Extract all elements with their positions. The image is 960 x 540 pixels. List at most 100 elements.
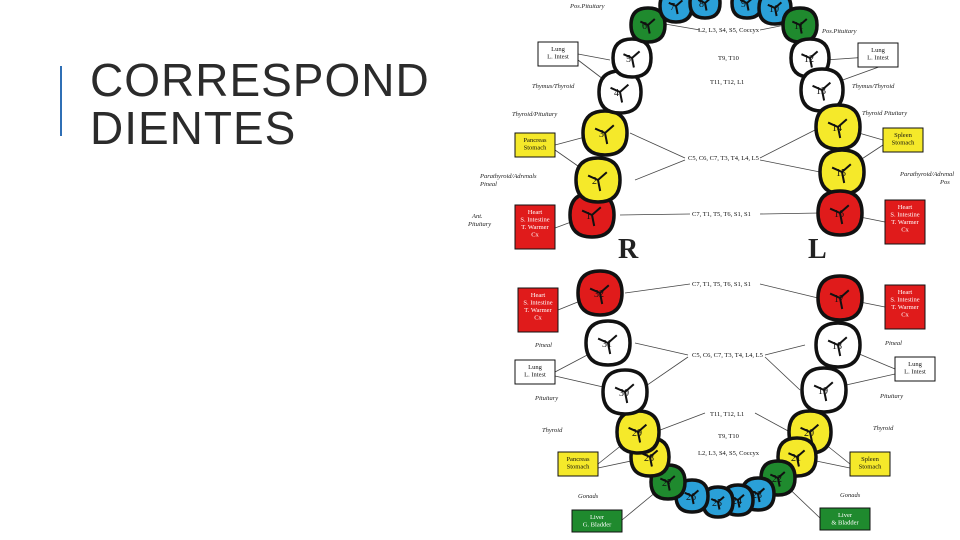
leader-line [655, 413, 705, 432]
gland-label-thymus-l: Thymus/Thyroid [852, 83, 895, 90]
gland-label-pituitary-l-low: Pituitary [879, 393, 903, 400]
organ-box-lung-r-up: LungL. Intest [538, 42, 578, 66]
organ-box-text: L. Intest [524, 372, 546, 379]
tooth-31: 31 [586, 321, 630, 365]
tooth-29: 29 [617, 411, 659, 453]
spine-label-sp10: L2, L3, S4, S5, Coccyx [698, 450, 760, 457]
gland-label-gonads-l: Gonads [840, 492, 861, 499]
gland-label-pituitary-r-low: Pituitary [534, 395, 558, 402]
leader-line [630, 133, 685, 158]
gland-label-parathyroid-r: Parathyroid/Adrenals [479, 173, 537, 180]
tooth-32: 32 [578, 271, 622, 315]
organ-box-text: Liver [838, 512, 853, 519]
spine-label-sp5: C7, T1, T5, T6, S1, S1 [692, 211, 751, 218]
tooth-number: 30 [619, 388, 629, 399]
tooth-number: 14 [832, 123, 842, 134]
tooth-30: 30 [603, 370, 647, 414]
leader-line [765, 357, 800, 390]
tooth-number: 32 [594, 289, 604, 300]
organ-box-text: S. Intestine [890, 297, 919, 304]
tooth-2: 2 [576, 158, 620, 202]
gland-label-parathyroid-l: Parathyroid/Adrenal [899, 171, 954, 178]
organ-box-text: & Bladder [831, 520, 859, 527]
spine-label-sp6: C7, T1, T5, T6, S1, S1 [692, 281, 751, 288]
organ-box-text: Spleen [894, 132, 912, 139]
tooth-number: 5 [626, 54, 631, 65]
tooth-15: 15 [820, 150, 864, 194]
tooth-number: 17 [834, 294, 844, 305]
tooth-number: 15 [836, 168, 846, 179]
organ-box-text: Cx [534, 315, 542, 322]
organ-box-text: Cx [901, 227, 909, 234]
gland-label-pineal-r-low: Pineal [534, 342, 552, 349]
organ-box-text: Heart [528, 209, 543, 216]
leader-line [760, 213, 820, 214]
spine-label-sp8: T11, T12, L1 [710, 411, 744, 418]
organ-box-text: G. Bladder [583, 522, 612, 529]
organ-box-text: Stomach [524, 145, 547, 152]
title-line-2: DIENTES [90, 104, 430, 152]
side-label-right: R [618, 234, 639, 265]
organ-box-text: L. Intest [904, 369, 926, 376]
gland-label-pos-pit-r: Pos.Pituitary [569, 3, 605, 10]
spine-label-sp1: L2, L3, S4, S5, Coccyx [698, 27, 760, 34]
organ-box-text: Cx [531, 232, 539, 239]
tooth-number: 18 [832, 341, 842, 352]
gland-label-gonads-r: Gonads [578, 493, 599, 500]
tooth-number: 19 [818, 386, 828, 397]
organ-box-text: T. Warmer [521, 224, 549, 231]
organ-box-text: Heart [531, 292, 546, 299]
gland-label-pos-pit-l: Pos.Pituitary [821, 28, 857, 35]
tooth-number: 13 [816, 86, 826, 97]
organ-box-text: Pancreas [523, 137, 547, 144]
tooth-14: 14 [816, 105, 860, 149]
organ-box-text: Stomach [567, 464, 590, 471]
tooth-18: 18 [816, 323, 860, 367]
gland-label-pineal-r-up: Pineal [479, 181, 497, 188]
organ-box-text: Lung [528, 364, 542, 371]
tooth-3: 3 [583, 111, 627, 155]
tooth-number: 22 [772, 474, 782, 485]
tooth-17: 17 [818, 276, 862, 320]
leader-line [620, 214, 690, 215]
leader-line [635, 160, 685, 180]
tooth-number: 11 [794, 21, 804, 32]
leader-line [625, 284, 690, 293]
organ-box-text: T. Warmer [524, 307, 552, 314]
gland-label-ant-r2: Pituitary [467, 221, 491, 228]
gland-label-ant-r: Ant. [471, 213, 483, 220]
tooth-11: 11 [783, 8, 817, 42]
organ-box-text: Stomach [859, 464, 882, 471]
tooth-5: 5 [613, 39, 651, 77]
organ-box-text: Lung [871, 47, 885, 54]
tooth-number: 8 [699, 0, 704, 10]
tooth-number: 6 [642, 21, 647, 32]
tooth-number: 26 [686, 492, 696, 503]
organ-box-text: Stomach [892, 140, 915, 147]
leader-line [760, 284, 818, 298]
tooth-16: 16 [818, 191, 862, 235]
organ-box-text: S. Intestine [890, 212, 919, 219]
tooth-number: 29 [632, 428, 642, 439]
leader-line [760, 130, 815, 158]
spine-label-sp3: T11, T12, L1 [710, 79, 744, 86]
organ-box-heart-l-up: HeartS. IntestineT. WarmerCx [885, 200, 925, 244]
side-label-left: L [808, 234, 827, 265]
organ-box-text: L. Intest [867, 55, 889, 62]
tooth-number: 28 [644, 453, 654, 464]
organ-box-heart-r-up: HeartS. IntestineT. WarmerCx [515, 205, 555, 249]
leader-line [755, 413, 790, 432]
tooth-8: 8 [690, 0, 720, 18]
gland-label-thyroid-r-low: Thyroid [542, 427, 563, 434]
organ-box-text: Spleen [861, 456, 879, 463]
organ-box-text: T. Warmer [891, 304, 919, 311]
organ-box-text: Lung [908, 361, 922, 368]
organ-box-text: Pancreas [566, 456, 590, 463]
slide-title: CORRESPOND DIENTES [90, 56, 430, 152]
